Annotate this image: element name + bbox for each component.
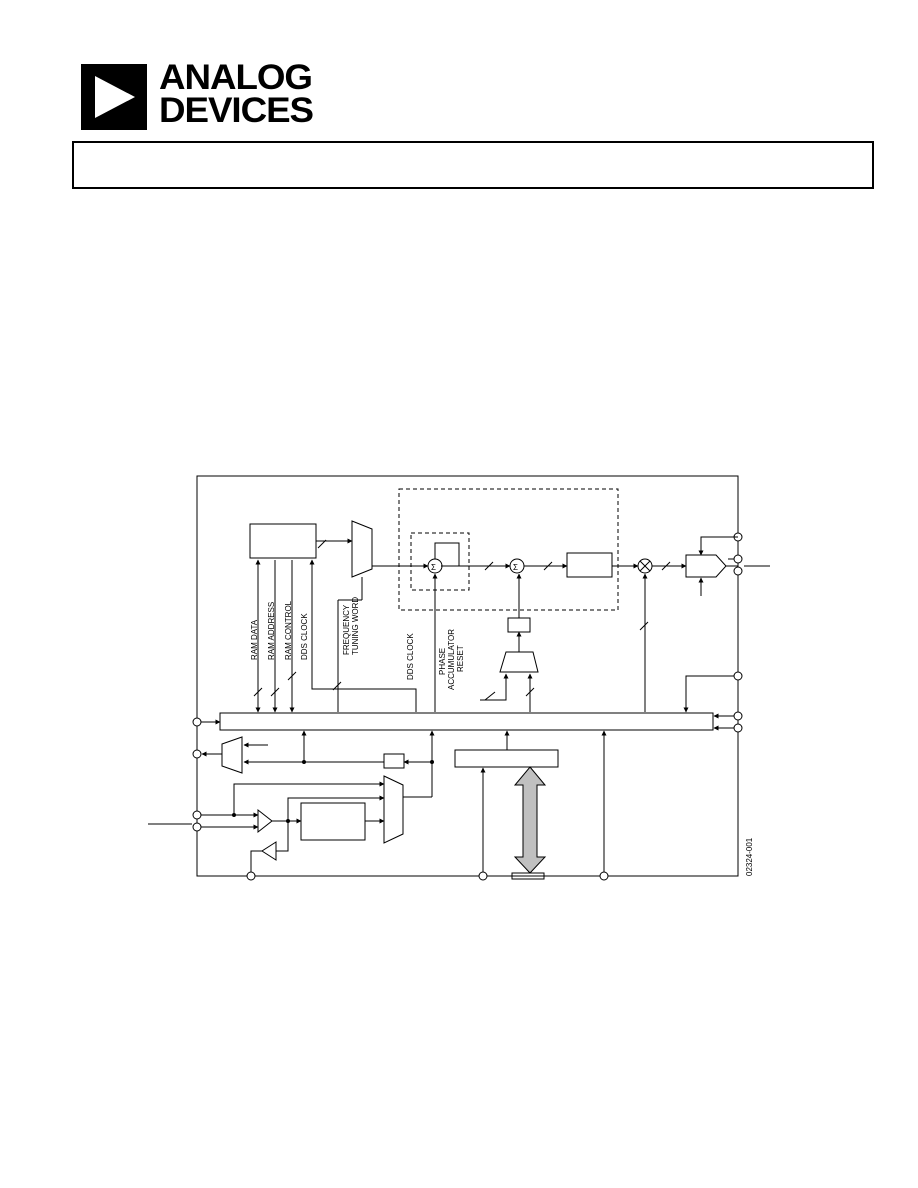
logo-triangle-icon bbox=[81, 64, 147, 130]
sigma-symbol-1: Σ bbox=[431, 563, 436, 572]
label-tuning-word: TUNING WORD bbox=[351, 597, 360, 655]
dac-block bbox=[685, 554, 727, 578]
phase-offset-mux bbox=[499, 651, 539, 673]
serial-io-bus-arrow bbox=[513, 766, 547, 874]
sigma-symbol-2: Σ bbox=[513, 563, 518, 572]
frequency-mux bbox=[351, 520, 373, 578]
logo-line-2: DEVICES bbox=[159, 91, 314, 130]
io-port-buffers bbox=[454, 749, 559, 768]
label-dds-clock-2: DDS CLOCK bbox=[406, 633, 415, 680]
figure-code: 02324-001 bbox=[745, 837, 754, 876]
refclk-multiplier bbox=[300, 802, 366, 841]
logo-line-1: ANALOG bbox=[159, 58, 313, 97]
angle-to-amplitude-block bbox=[566, 552, 613, 578]
label-accumulator: ACCUMULATOR bbox=[447, 629, 456, 690]
label-frequency: FREQUENCY bbox=[342, 604, 351, 655]
label-ram-control: RAM CONTROL bbox=[284, 600, 293, 660]
label-reset: RESET bbox=[456, 645, 465, 672]
phase-accumulator-dashed-box bbox=[410, 532, 470, 591]
timer-register bbox=[383, 753, 405, 769]
control-bus bbox=[219, 712, 714, 731]
ram-block bbox=[249, 523, 317, 559]
output-mux bbox=[221, 736, 243, 774]
label-ram-data: RAM DATA bbox=[250, 619, 259, 660]
analog-devices-logo: ANALOG DEVICES bbox=[81, 58, 321, 134]
clock-buffer bbox=[257, 808, 273, 834]
io-pin-rect bbox=[511, 872, 545, 880]
crystal-driver bbox=[261, 841, 277, 861]
title-box bbox=[72, 141, 874, 189]
label-ram-address: RAM ADDRESS bbox=[267, 602, 276, 660]
clock-mux bbox=[383, 775, 404, 844]
logo-wordmark: ANALOG DEVICES bbox=[159, 58, 314, 130]
dds-core-dashed-box bbox=[398, 488, 619, 611]
label-phase: PHASE bbox=[438, 648, 447, 675]
chip-boundary bbox=[196, 475, 739, 877]
label-dds-clock-1: DDS CLOCK bbox=[300, 613, 309, 660]
phase-offset-register bbox=[507, 617, 531, 633]
